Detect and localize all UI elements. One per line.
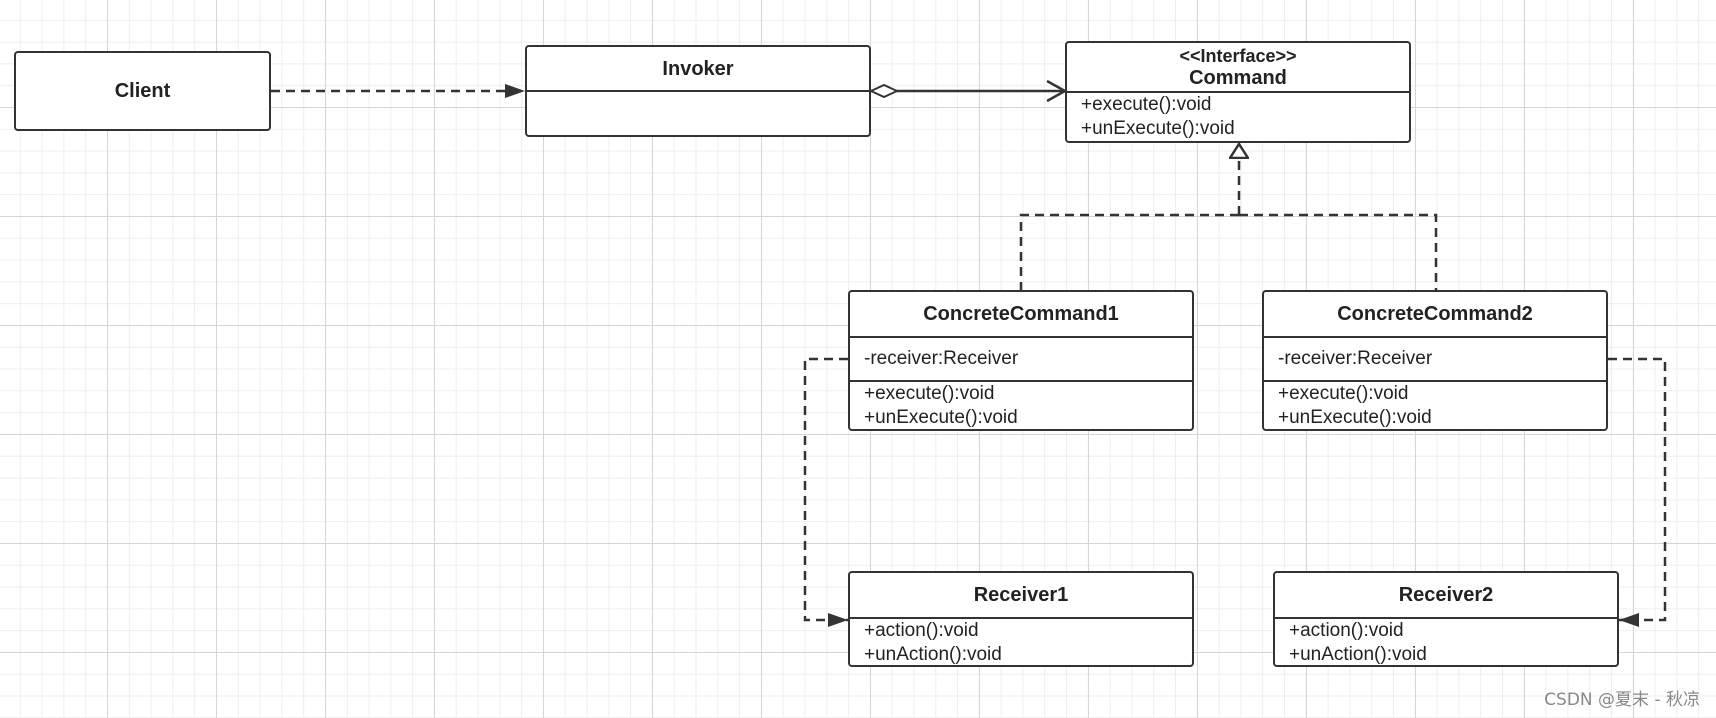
class-command-method: +execute():void [1081, 94, 1212, 115]
class-command-header: <<Interface>> Command [1067, 43, 1409, 91]
class-concrete-command-2-name: ConcreteCommand2 [1337, 303, 1533, 325]
class-concrete-command-2-method: +unExecute():void [1278, 407, 1432, 428]
realization-branch-concrete-command-2 [1239, 213, 1438, 290]
watermark: CSDN @夏末 - 秋凉 [1544, 690, 1700, 710]
class-receiver-2-method: +action():void [1289, 620, 1404, 641]
realization-branch-concrete-command-1 [1019, 213, 1239, 290]
class-invoker-divider [527, 90, 869, 92]
class-command-name: Command [1189, 67, 1287, 89]
class-invoker: Invoker [525, 45, 871, 137]
class-receiver-1: Receiver1 +action():void +unAction():voi… [848, 571, 1194, 667]
class-concrete-command-1-attribute: -receiver:Receiver [864, 348, 1019, 369]
class-concrete-command-2-method: +execute():void [1278, 383, 1409, 404]
class-command: <<Interface>> Command +execute():void +u… [1065, 41, 1411, 143]
class-command-method: +unExecute():void [1081, 118, 1235, 139]
class-concrete-command-2-attribute: -receiver:Receiver [1278, 348, 1433, 369]
class-command-stereotype: <<Interface>> [1179, 46, 1297, 66]
dependency-concrete-command-2-receiver-2 [1608, 357, 1667, 627]
class-concrete-command-2: ConcreteCommand2 -receiver:Receiver +exe… [1262, 290, 1608, 431]
class-client-name: Client [114, 80, 171, 102]
class-concrete-command-2-divider [1264, 380, 1606, 382]
class-receiver-2-divider [1275, 617, 1617, 619]
class-receiver-1-divider [850, 617, 1192, 619]
class-concrete-command-1-method: +unExecute():void [864, 407, 1018, 428]
class-command-divider [1067, 91, 1409, 93]
dependency-concrete-command-1-receiver-1 [803, 357, 848, 627]
class-concrete-command-2-divider [1264, 336, 1606, 338]
class-receiver-2: Receiver2 +action():void +unAction():voi… [1273, 571, 1619, 667]
class-concrete-command-1-name: ConcreteCommand1 [923, 303, 1119, 325]
class-receiver-1-method: +unAction():void [864, 644, 1002, 665]
class-concrete-command-1-divider [850, 336, 1192, 338]
class-concrete-command-1-method: +execute():void [864, 383, 995, 404]
class-receiver-2-name: Receiver2 [1398, 584, 1494, 606]
class-receiver-1-method: +action():void [864, 620, 979, 641]
class-receiver-2-method: +unAction():void [1289, 644, 1427, 665]
class-receiver-1-name: Receiver1 [973, 584, 1069, 606]
class-concrete-command-1: ConcreteCommand1 -receiver:Receiver +exe… [848, 290, 1194, 431]
class-client: Client [14, 51, 271, 131]
class-invoker-name: Invoker [662, 57, 734, 80]
class-concrete-command-1-divider [850, 380, 1192, 382]
